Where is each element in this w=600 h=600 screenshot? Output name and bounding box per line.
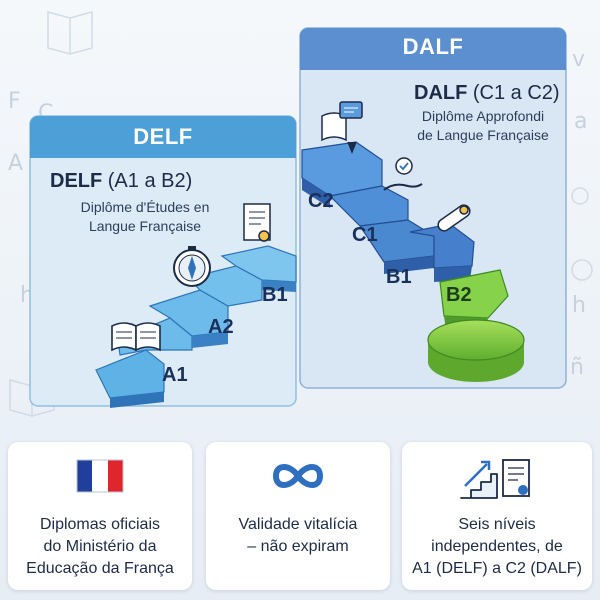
card-1-line-2: do Ministério da: [43, 538, 157, 555]
card-1-line-1: Diplomas oficiais: [39, 516, 161, 533]
stairs-chart-certificate-icon: [402, 456, 592, 506]
svg-text:v: v: [572, 47, 585, 72]
svg-text:a: a: [574, 109, 587, 134]
delf-header-label: DELF: [133, 124, 193, 149]
certificate-scroll-icon: [243, 203, 271, 242]
card-3-line-1: Seis níveis: [458, 516, 536, 533]
france-flag-icon: [8, 456, 192, 506]
level-label-c1: C1: [352, 224, 378, 246]
step-a1: [95, 349, 165, 399]
diploma-scroll-icon: [437, 204, 471, 232]
card-1-text: Diplomas oficiais do Ministério da Educa…: [14, 514, 186, 580]
infinity-icon: [206, 456, 390, 506]
info-card-lifetime-validity: Validade vitalícia – não expiram: [206, 442, 390, 590]
card-2-line-1: Validade vitalícia: [238, 516, 358, 533]
level-label-c2: C2: [308, 190, 334, 212]
dalf-title-bold: DALF: [414, 82, 468, 104]
svg-text:ñ: ñ: [570, 355, 584, 380]
compass-icon: [173, 246, 211, 287]
card-1-line-3: Educação da França: [26, 560, 174, 577]
step-c2-2: [328, 185, 409, 227]
card-2-line-2: – não expiram: [247, 538, 349, 555]
delf-panel: [29, 115, 297, 407]
info-card-official-diplomas: Diplomas oficiais do Ministério da Educa…: [8, 442, 192, 590]
card-3-line-2: independentes, de: [431, 538, 563, 555]
delf-description-line-2: Langue Française: [88, 218, 202, 234]
card-2-text: Validade vitalícia – não expiram: [212, 514, 384, 558]
step-b2: [439, 269, 509, 319]
svg-text:F: F: [8, 89, 21, 114]
dalf-description-line-1: Diplôme Approfondi: [421, 108, 545, 124]
dalf-title-range: (C1 a C2): [467, 82, 560, 104]
delf-description-line-1: Diplôme d'Études en: [80, 199, 210, 215]
spiral-staircase: [95, 141, 525, 408]
delf-title-bold: DELF: [50, 170, 103, 192]
svg-text:A: A: [8, 151, 23, 176]
hand-approval-icon: [383, 157, 423, 191]
info-card-six-levels: Seis níveis independentes, de A1 (DELF) …: [402, 442, 592, 590]
dalf-title: DALF (C1 a C2): [414, 82, 560, 105]
level-label-a2: A2: [208, 316, 234, 338]
level-label-a1: A1: [162, 364, 188, 386]
book-document-icon: [321, 101, 363, 155]
dalf-description-line-2: de Langue Française: [417, 127, 549, 143]
level-label-b2: B2: [446, 284, 472, 306]
open-book-icon: [111, 322, 161, 352]
dalf-header-label: DALF: [402, 34, 464, 59]
svg-text:h: h: [572, 293, 586, 318]
card-3-line-3: A1 (DELF) a C2 (DALF): [412, 560, 582, 577]
delf-title-range: (A1 a B2): [102, 170, 193, 192]
card-3-text: Seis níveis independentes, de A1 (DELF) …: [408, 514, 586, 580]
level-label-b1-delf: B1: [262, 284, 288, 306]
level-label-b1-dalf: B1: [386, 266, 412, 288]
delf-title: DELF (A1 a B2): [50, 170, 192, 193]
